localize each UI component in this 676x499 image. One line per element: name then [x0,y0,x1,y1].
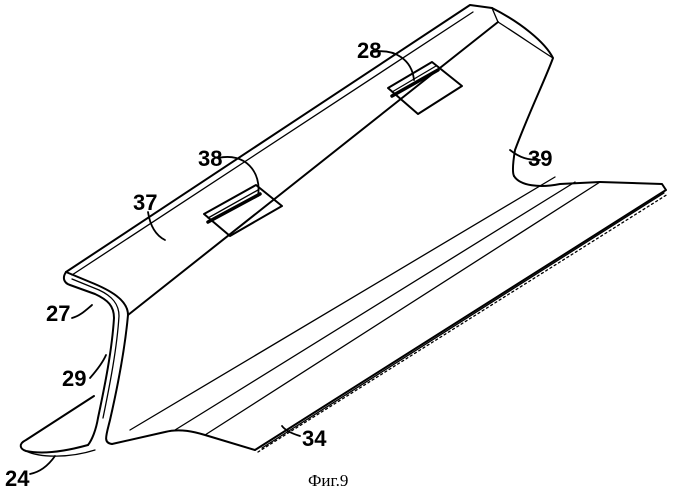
label-27: 27 [46,301,70,326]
left-profile [64,272,128,445]
window-28 [388,62,462,114]
window-38 [204,185,282,236]
label-34: 34 [302,426,327,451]
figure-caption: Фиг.9 [308,471,348,490]
label-29: 29 [62,366,86,391]
left-flange [21,396,95,456]
label-28: 28 [357,38,381,63]
upper-wall [66,5,553,315]
label-37: 37 [133,190,157,215]
bottom-web [112,176,668,452]
label-39: 39 [528,146,552,171]
label-38: 38 [198,146,222,171]
label-24: 24 [5,466,30,491]
leader-lines [30,51,540,474]
